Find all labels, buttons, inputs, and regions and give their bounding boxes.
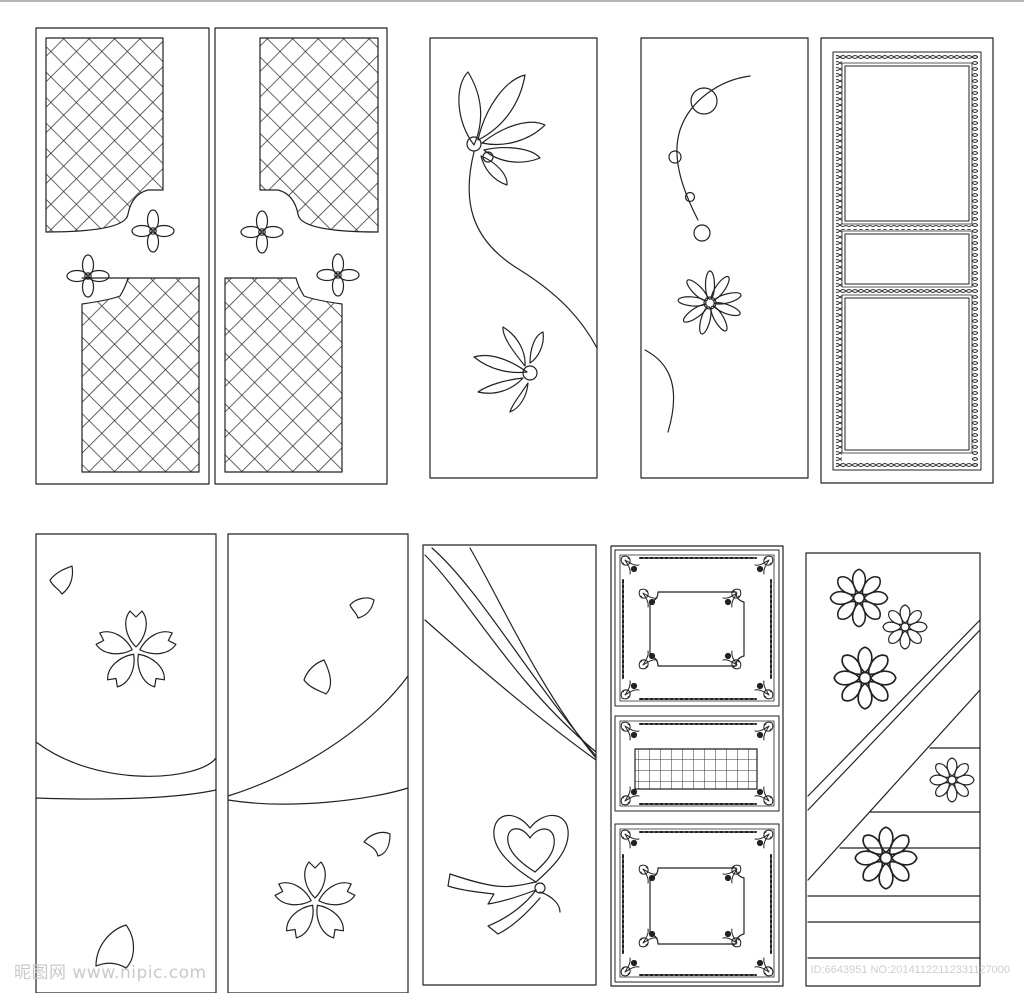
sakura-right-door xyxy=(227,533,409,993)
watermark-id: ID:6643951 NO:20141122112331127000 xyxy=(810,964,1010,976)
lattice-door-right xyxy=(214,27,388,485)
flower-vine-door xyxy=(429,37,598,479)
ribbon-heart-door xyxy=(422,544,597,986)
ornate-frame-door xyxy=(610,545,784,987)
chain-frame-door xyxy=(820,37,994,484)
watermark-site: 昵图网 www.nipic.com xyxy=(14,963,207,983)
bubble-flower-door xyxy=(640,37,809,479)
sakura-left-door xyxy=(35,533,217,993)
diagonal-flower-door xyxy=(805,552,981,987)
lattice-door-left xyxy=(35,27,210,485)
